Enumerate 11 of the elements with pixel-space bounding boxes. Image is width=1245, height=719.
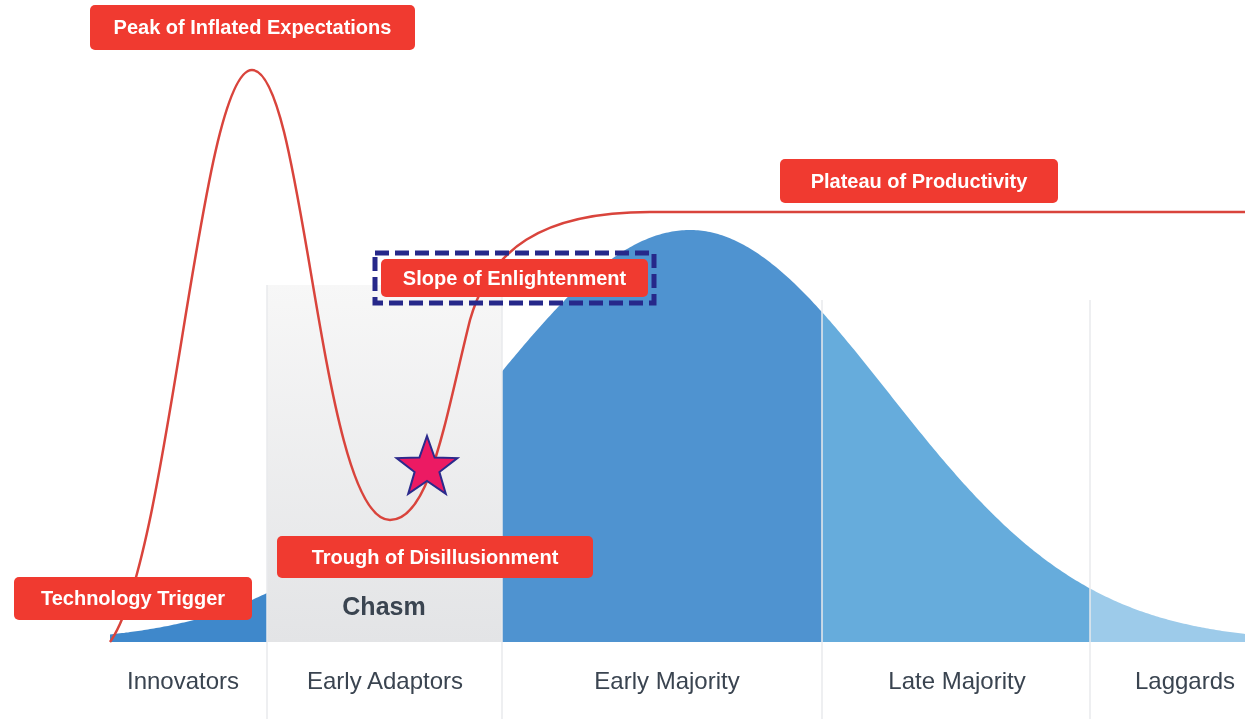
segment-label: Late Majority xyxy=(888,667,1026,695)
phase-label: Peak of Inflated Expectations xyxy=(90,5,415,50)
segment-label: Early Adaptors xyxy=(306,667,464,695)
segment-label: Early Majority xyxy=(594,667,740,695)
segment-label: Laggards xyxy=(1134,667,1236,695)
phase-label: Plateau of Productivity xyxy=(780,159,1058,203)
chasm-label: Chasm xyxy=(342,592,426,621)
phase-label: Trough of Disillusionment xyxy=(277,536,593,578)
segment-label: Innovators xyxy=(126,667,240,695)
phase-label: Slope of Enlightenment xyxy=(381,259,648,297)
phase-label: Technology Trigger xyxy=(14,577,252,620)
